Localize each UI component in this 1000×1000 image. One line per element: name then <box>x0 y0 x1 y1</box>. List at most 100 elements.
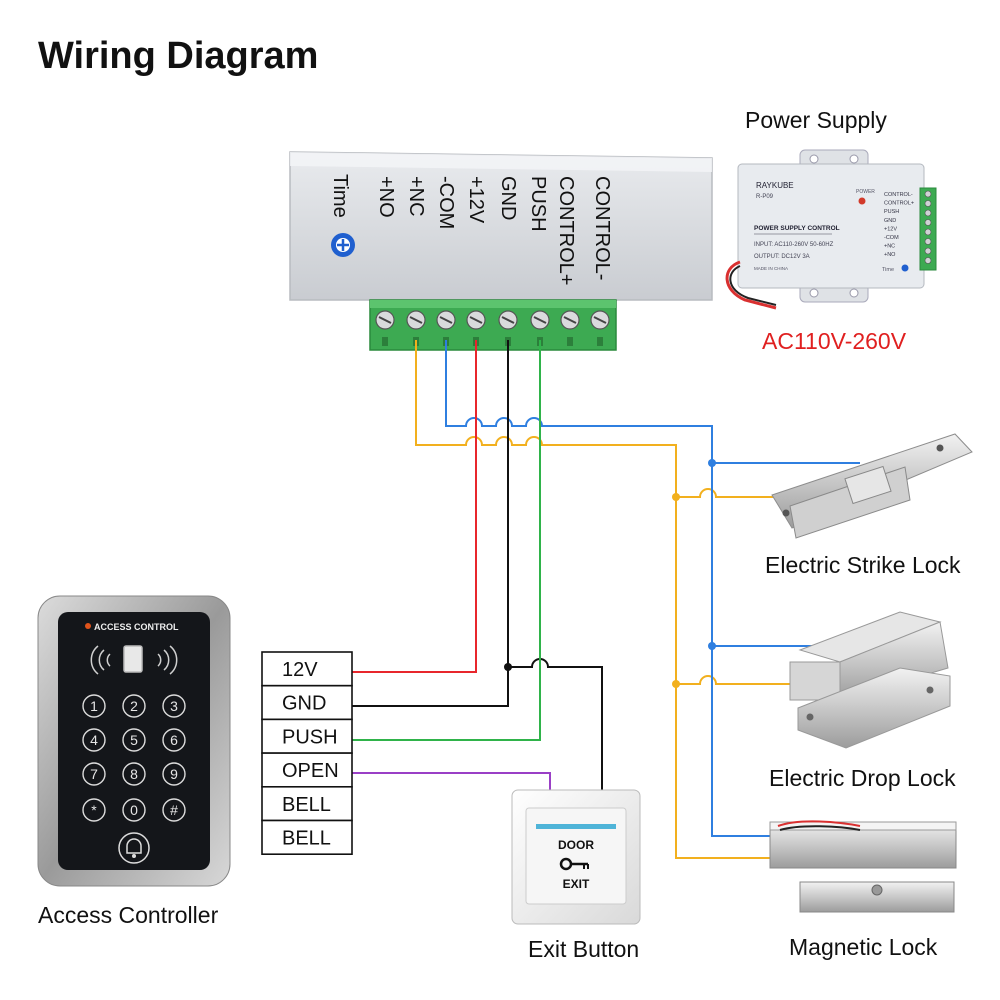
photo-terminal-screw <box>924 228 932 236</box>
power-supply-label: Power Supply <box>745 107 887 133</box>
screw-slot <box>409 316 423 324</box>
screw-hole <box>936 444 944 452</box>
screw-hole <box>871 884 883 896</box>
keypad-key-label: 0 <box>130 802 138 818</box>
wire-black-exit <box>508 658 603 790</box>
keypad-key[interactable] <box>162 762 186 786</box>
ac-cable-black <box>729 265 777 306</box>
terminal-block-highlight <box>370 300 616 308</box>
keypad-key[interactable] <box>162 798 186 822</box>
power-supply-body <box>289 151 713 301</box>
status-led-icon <box>85 623 91 629</box>
photo-brand: RAYKUBE <box>756 181 794 190</box>
screw-slot <box>501 316 515 324</box>
photo-terminal-label: +NC <box>884 244 895 250</box>
maglock-wire-black <box>779 825 861 831</box>
terminal-port <box>382 337 388 346</box>
photo-terminal-screws <box>924 190 932 264</box>
keypad-face <box>58 612 210 870</box>
time-knob-icon <box>331 233 355 257</box>
exit-button: DOOR EXIT <box>511 789 641 925</box>
photo-terminal-screw <box>924 200 932 207</box>
wire-green-push <box>352 340 541 741</box>
keypad-key-label: 6 <box>170 732 178 748</box>
controller-terminal-label: BELL <box>282 794 331 816</box>
screw-slot <box>439 316 453 324</box>
drop-lock-label: Electric Drop Lock <box>769 765 956 791</box>
keypad-key[interactable] <box>162 728 186 752</box>
keypad-header: ACCESS CONTROL <box>94 622 179 632</box>
wire-purple-open <box>352 772 551 792</box>
wire-orange-drop <box>676 675 795 685</box>
keypad-key[interactable] <box>82 798 106 822</box>
keypad-key-label: 8 <box>130 766 138 782</box>
power-terminal-label: +NO <box>375 176 397 218</box>
photo-terminal-screw <box>924 219 932 226</box>
photo-terminal-label: CONTROL- <box>884 192 913 198</box>
bell-icon <box>118 832 150 864</box>
exit-button-label: Exit Button <box>528 936 639 962</box>
keypad-key-label: 4 <box>90 732 98 748</box>
keypad-key[interactable] <box>122 798 146 822</box>
controller-terminal-label: BELL <box>282 828 331 850</box>
photo-panel-title: POWER SUPPLY CONTROL <box>754 225 840 232</box>
photo-terminal-screw <box>924 238 932 245</box>
keypad-key-label: 5 <box>130 732 138 748</box>
terminal-port <box>567 337 573 346</box>
electric-drop-lock <box>789 611 951 749</box>
photo-time-knob-icon <box>901 264 909 272</box>
screw-hole <box>926 686 934 694</box>
time-label: Time <box>329 174 351 218</box>
screw-hole <box>782 509 790 517</box>
wire-blue-com <box>445 340 770 837</box>
controller-terminal-cell <box>261 718 353 754</box>
rfid-icon <box>90 645 178 675</box>
keypad-key[interactable] <box>162 694 186 718</box>
controller-terminal-cell <box>261 752 353 788</box>
wires <box>352 340 860 859</box>
photo-terminal-screw <box>924 247 932 255</box>
screw-hole <box>806 713 814 721</box>
junction-dot <box>708 459 716 467</box>
magnetic-lock <box>769 820 957 913</box>
photo-terminal-screw <box>924 190 932 198</box>
power-supply-photo: RAYKUBE R-P09 POWER SUPPLY CONTROL INPUT… <box>725 149 937 310</box>
photo-terminal-label: GND <box>884 218 896 224</box>
keypad-key[interactable] <box>122 728 146 752</box>
keypad-key-label: # <box>170 802 178 818</box>
strike-lock-label: Electric Strike Lock <box>765 552 961 578</box>
key-icon <box>559 857 589 871</box>
electric-strike-lock <box>771 433 973 539</box>
keypad-key-label: 9 <box>170 766 178 782</box>
screw-slot <box>378 316 392 324</box>
magnetic-lock-label: Magnetic Lock <box>789 934 938 960</box>
photo-terminal-label: PUSH <box>884 209 899 215</box>
power-terminal-label: GND <box>497 176 519 220</box>
wire-orange-strike <box>676 488 790 498</box>
keypad-key-label: * <box>91 802 97 818</box>
power-terminal-label: +12V <box>465 176 487 224</box>
keypad-key[interactable] <box>82 762 106 786</box>
ac-cable-red <box>725 260 777 310</box>
keypad-key-label: 3 <box>170 698 178 714</box>
exit-button-face <box>525 807 627 905</box>
maglock-top-edge <box>769 821 957 831</box>
controller-terminal-label: GND <box>282 693 326 715</box>
controller-terminal-label: PUSH <box>282 726 338 748</box>
controller-terminal-label: OPEN <box>282 760 339 782</box>
photo-terminal-screw <box>924 257 932 264</box>
junction-dot <box>672 493 680 501</box>
photo-power-label: POWER <box>856 189 875 195</box>
maglock-wire-red <box>777 820 861 827</box>
keypad-key[interactable] <box>82 728 106 752</box>
keypad-key[interactable] <box>122 762 146 786</box>
keypad-key[interactable] <box>122 694 146 718</box>
keypad-key[interactable] <box>82 694 106 718</box>
controller-terminal-cell <box>261 819 353 856</box>
ac-input-label: AC110V-260V <box>762 328 907 354</box>
